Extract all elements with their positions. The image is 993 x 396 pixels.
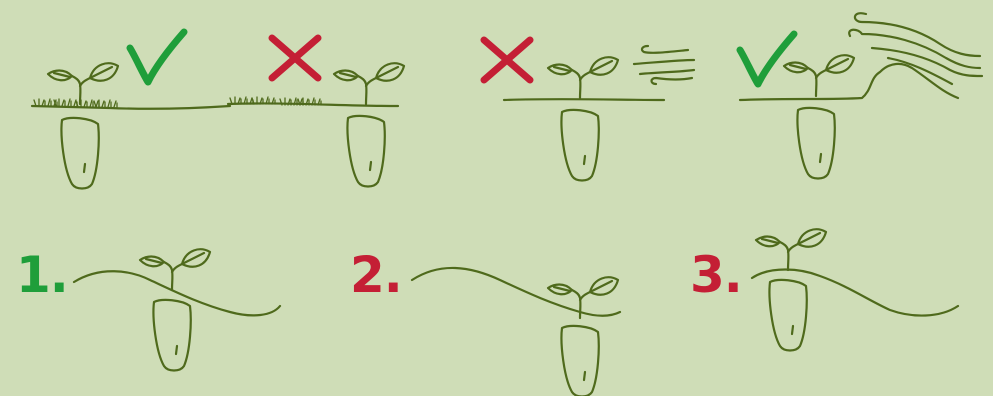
step-3-label: 3. xyxy=(690,250,742,300)
cross-icon xyxy=(272,38,318,78)
panel-grass-wrong xyxy=(228,38,404,187)
step-1-illustration xyxy=(74,249,280,370)
wind-icon xyxy=(849,13,982,84)
panel-wind-wrong xyxy=(484,40,694,181)
check-icon xyxy=(130,32,184,82)
wind-icon xyxy=(634,46,694,84)
step-3-illustration xyxy=(752,229,958,350)
panel-grass-correct xyxy=(32,32,230,189)
step-2-illustration xyxy=(412,268,620,396)
panel-wind-correct xyxy=(740,13,982,178)
step-2-label: 2. xyxy=(350,250,402,300)
cross-icon xyxy=(484,40,530,80)
check-icon xyxy=(740,34,794,84)
step-1-label: 1. xyxy=(16,250,68,300)
